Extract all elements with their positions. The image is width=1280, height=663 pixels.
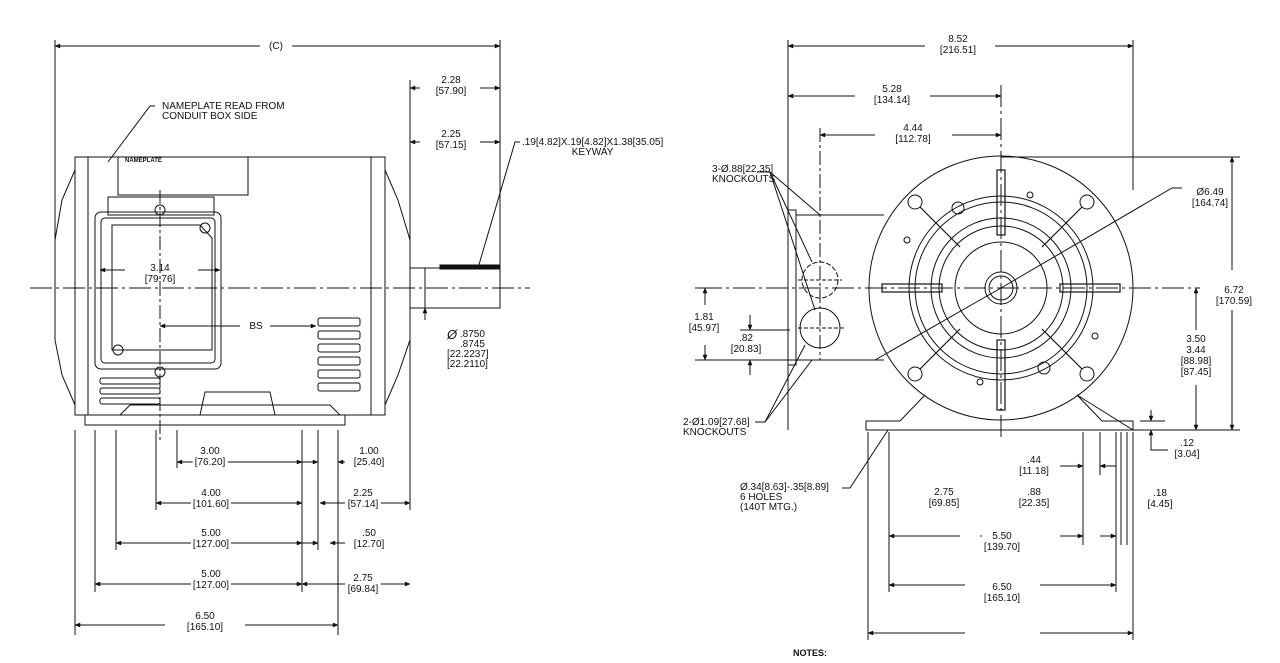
dim-box-width: 3.14[79.76] (144, 263, 176, 285)
end-view-motor (695, 40, 1240, 640)
dim-bottom-5-00-b: 5.00[127.00] (190, 569, 232, 591)
dim-foot-thickness: .12[3.04] (1172, 438, 1202, 460)
dim-right-1-00: 1.00[25.40] (351, 446, 387, 468)
dim-right-2-25: 2.25[57.14] (345, 488, 381, 510)
dim-shaft-diameter: Ø .8750.8745 [22.2237][22.2110] (447, 327, 489, 370)
dim-right-2-75: 2.75[69.84] (345, 573, 381, 595)
dim-box-offset: 5.28[134.14] (871, 84, 913, 106)
knockouts-large-note: 2-Ø1.09[27.68]KNOCKOUTS (683, 417, 750, 438)
knockouts-small-note: 3-Ø.88[22.35]KNOCKOUTS (712, 164, 776, 185)
dim-bottom-6-50: 6.50[165.10] (184, 611, 226, 633)
dim-knockout-spacing: .82[20.83] (728, 333, 764, 355)
mount-holes-note: Ø.34[8.63]-.35[8.89]6 HOLES(140T MTG.) (740, 482, 829, 513)
keyway-note: .19[4.82]X.19[4.82]X1.38[35.05]KEYWAY (522, 137, 664, 158)
dim-bottom-3-00: 3.00[76.20] (192, 446, 228, 468)
dim-slot-length: .88[22.35] (1016, 487, 1052, 509)
dim-overall-height: 6.72[170.59] (1213, 285, 1255, 307)
dim-bottom-5-00-a: 5.00[127.00] (190, 528, 232, 550)
dim-right-0-50: .50[12.70] (351, 528, 387, 550)
dim-overall-width: 8.52[216.51] (937, 34, 979, 56)
dim-knockout-height: 1.81[45.97] (686, 312, 722, 334)
dim-base-width: 6.50[165.10] (981, 582, 1023, 604)
dim-frame-diameter: Ø6.49[164.74] (1189, 187, 1231, 209)
side-view-motor: NAMEPLATE (30, 40, 530, 635)
dim-shaft-ext-1: 2.28[57.90] (433, 75, 469, 97)
dim-shaft-ext-2: 2.25[57.15] (433, 129, 469, 151)
dim-edge: .18[4.45] (1145, 488, 1175, 510)
dim-bs: BS (247, 321, 265, 332)
dim-slot-width: .44[11.18] (1017, 455, 1051, 477)
dim-bottom-4-00: 4.00[101.60] (190, 488, 232, 510)
dim-overall-length-c: (C) (267, 41, 285, 52)
dim-hole-span: 5.50[139.70] (981, 531, 1023, 553)
svg-text:NAMEPLATE: NAMEPLATE (125, 158, 162, 164)
notes-title: NOTES: (793, 648, 828, 658)
dim-knockout-offset: 4.44[112.78] (893, 123, 933, 145)
dim-half-base: 2.75[69.85] (926, 487, 962, 509)
